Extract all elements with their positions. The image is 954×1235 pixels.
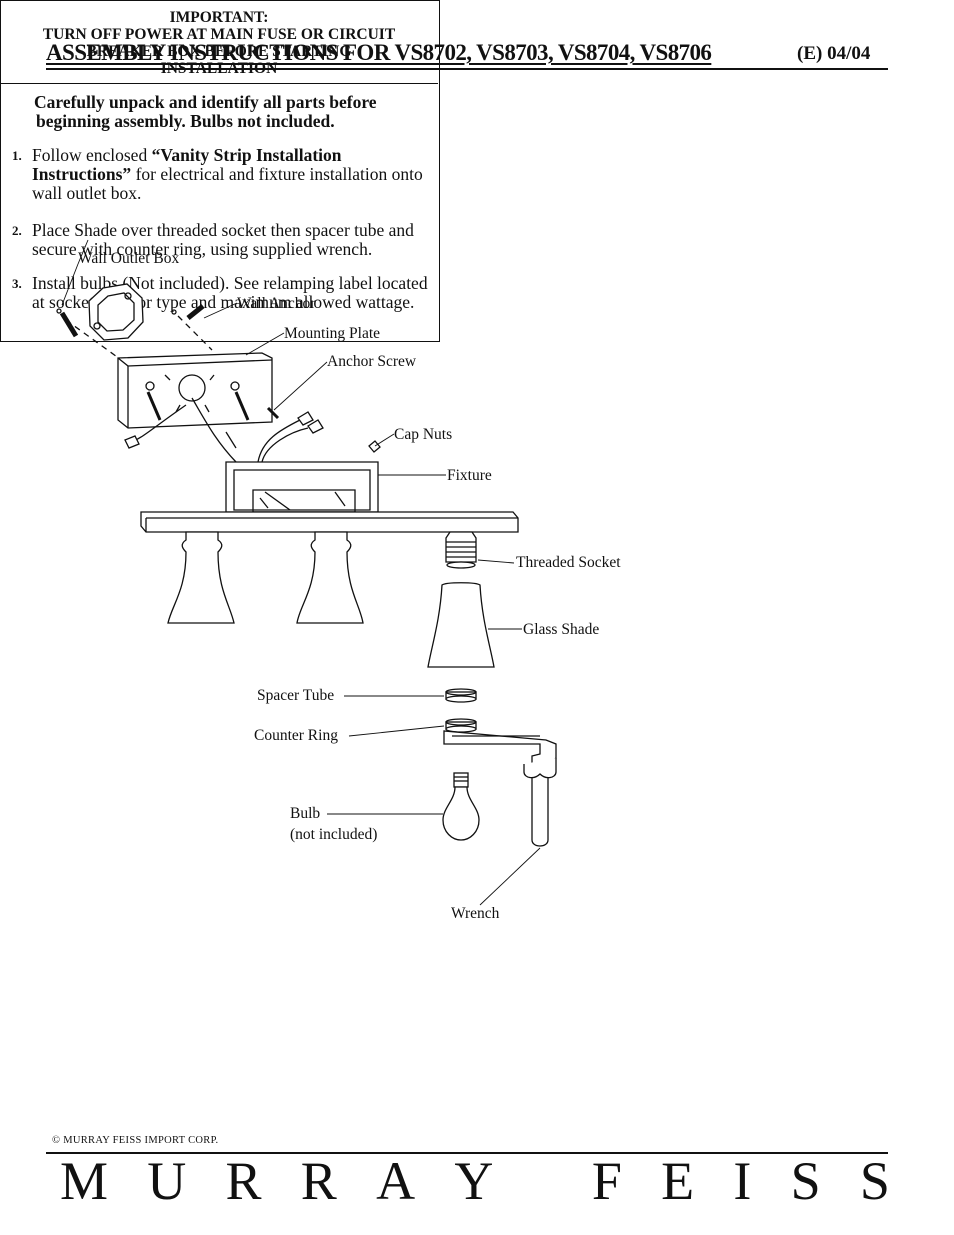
vanity-strip-bar-drawing — [140, 511, 519, 533]
label-counter-ring: Counter Ring — [254, 727, 338, 744]
bulb-drawing — [442, 772, 480, 841]
brand-letter: I — [733, 1151, 752, 1211]
brand-letter: M — [60, 1151, 109, 1211]
fixture-drawing — [225, 461, 379, 513]
anchor-screw-drawing — [146, 391, 280, 421]
brand-letter: E — [661, 1151, 695, 1211]
warning-line: IMPORTANT: — [169, 9, 269, 26]
warning-line: INSTALLATION — [160, 60, 278, 77]
step-number: 1. — [12, 148, 22, 163]
label-anchor-screw: Anchor Screw — [327, 353, 417, 370]
label-bulb-note: (not included) — [290, 826, 378, 843]
step-text-bold: “Vanity Strip Installation Instructions” — [32, 145, 342, 184]
brand-letter: F — [591, 1151, 622, 1211]
brand-letter: Y — [454, 1151, 494, 1211]
step-text: for electrical and fixture installation … — [32, 164, 423, 203]
step-text: Follow enclosed — [32, 145, 152, 165]
mounting-plate-drawing — [117, 352, 273, 429]
unpack-note: Carefully unpack and identify all parts … — [34, 93, 429, 131]
step-2: 2. Place Shade over threaded socket then … — [12, 221, 437, 259]
threaded-socket-drawing — [445, 531, 477, 569]
wrench-drawing — [443, 730, 557, 847]
leader-lines — [61, 239, 541, 906]
title-rule — [46, 68, 888, 70]
label-wrench: Wrench — [451, 905, 500, 922]
important-warning: IMPORTANT: TURN OFF POWER AT MAIN FUSE O… — [0, 0, 438, 84]
label-cap-nuts: Cap Nuts — [394, 426, 453, 443]
wires-drawing — [124, 397, 381, 463]
label-glass-shade: Glass Shade — [523, 621, 600, 638]
label-wall-anchor: Wall Anchor — [237, 295, 316, 312]
step-text: Place Shade over threaded socket then sp… — [32, 220, 414, 259]
step-number: 2. — [12, 223, 22, 238]
label-spacer-tube: Spacer Tube — [257, 687, 335, 704]
spacer-tube-drawing — [445, 688, 477, 703]
brand-letter: R — [225, 1151, 262, 1211]
brand-wordmark: M U R R A Y F E I S S — [60, 1150, 890, 1212]
label-bulb: Bulb — [290, 805, 321, 822]
wall-outlet-box-drawing — [88, 283, 144, 341]
label-mounting-plate: Mounting Plate — [284, 325, 381, 342]
revision-code: (E) 04/04 — [797, 43, 871, 64]
label-wall-outlet-box: Wall Outlet Box — [78, 250, 180, 267]
step-1: 1. Follow enclosed “Vanity Strip Installa… — [12, 146, 437, 203]
unpack-line: beginning assembly. Bulbs not included. — [36, 111, 335, 131]
brand-letter: R — [300, 1151, 337, 1211]
warning-line: TURN OFF POWER AT MAIN FUSE OR CIRCUIT — [42, 26, 396, 43]
guide-lines — [65, 315, 213, 373]
glass-shade-drawing — [427, 582, 495, 668]
warning-line: BREAKER BOX BEFORE STARTING — [86, 43, 352, 60]
label-threaded-socket: Threaded Socket — [516, 554, 621, 571]
brand-letter: A — [376, 1151, 416, 1211]
copyright-notice: © MURRAY FEISS IMPORT CORP. — [52, 1135, 219, 1146]
counter-ring-drawing — [445, 718, 477, 733]
footer-rule — [46, 1152, 888, 1154]
step-number: 3. — [12, 276, 22, 291]
installed-shade-middle — [296, 531, 364, 624]
brand-letter: S — [859, 1151, 890, 1211]
installed-shade-left — [167, 531, 235, 624]
wall-anchor-drawing — [56, 304, 205, 338]
document-title: ASSEMBLY INSTRUCTIONS FOR VS8702, VS8703… — [46, 40, 712, 65]
brand-letter: S — [790, 1151, 821, 1211]
brand-space — [533, 1150, 553, 1212]
unpack-line: Carefully unpack and identify all parts … — [34, 92, 377, 112]
label-fixture: Fixture — [447, 467, 492, 484]
brand-letter: U — [147, 1151, 187, 1211]
